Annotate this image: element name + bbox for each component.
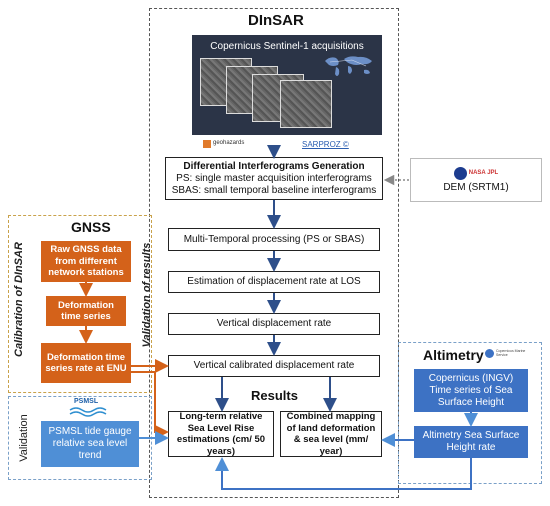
differential-interferograms-title: Differential Interferograms Generation <box>183 160 365 172</box>
world-map-icon <box>322 52 376 80</box>
differential-interferograms-box: Differential Interferograms Generation P… <box>165 157 383 200</box>
vertical-displacement-box: Vertical displacement rate <box>168 313 380 335</box>
vertical-calibrated-box: Vertical calibrated displacement rate <box>168 355 380 377</box>
geohazards-logo: geohazards <box>203 139 245 151</box>
validation-results-label: Validation of results <box>141 242 153 348</box>
raw-gnss-box: Raw GNSS data from different network sta… <box>41 241 131 282</box>
copernicus-marine-icon <box>485 349 494 358</box>
copernicus-ssh-box: Copernicus (INGV) Time series of Sea Sur… <box>414 369 528 412</box>
results-title: Results <box>251 388 298 403</box>
combined-mapping-box: Combined mapping of land deformation & s… <box>280 411 382 457</box>
differential-interferograms-sbas: SBAS: small temporal baseline interferog… <box>171 184 377 196</box>
deformation-rate-enu-box: Deformation time series rate at ENU <box>41 343 131 383</box>
psmsl-wave-icon <box>69 407 107 417</box>
differential-interferograms-ps: PS: single master acquisition interferog… <box>176 172 372 184</box>
estimation-box: Estimation of displacement rate at LOS <box>168 271 380 293</box>
geohazards-logo-text: geohazards <box>213 140 245 146</box>
sarproz-link[interactable]: SARPROZ © <box>302 140 349 149</box>
nasa-jpl-logo-text: NASA JPL <box>468 170 499 176</box>
dinsar-title: DInSAR <box>248 12 304 29</box>
validation-label: Validation <box>18 414 30 462</box>
altimetry-ssh-rate-box: Altimetry Sea Surface Height rate <box>414 426 528 458</box>
geohazards-icon <box>203 140 211 148</box>
nasa-logo-icon <box>453 166 467 180</box>
dinsar-panel <box>149 8 399 498</box>
calibration-dinsar-label: Calibration of DInSAR <box>13 242 25 357</box>
psmsl-logo-text: PSMSL <box>74 398 99 405</box>
gnss-title: GNSS <box>71 219 111 235</box>
nasa-jpl-logo: NASA JPL <box>453 166 499 180</box>
dem-box: NASA JPL DEM (SRTM1) <box>410 158 542 202</box>
psmsl-tide-gauge-box: PSMSL tide gauge relative sea level tren… <box>41 421 139 467</box>
altimetry-title: Altimetry <box>423 347 484 363</box>
copernicus-marine-logo: Copernicus Marine Service <box>485 348 535 360</box>
sar-image-4 <box>280 80 332 128</box>
deformation-time-series-box: Deformation time series <box>46 296 126 326</box>
copernicus-marine-logo-text: Copernicus Marine Service <box>496 349 526 357</box>
sea-level-rise-box: Long-term relative Sea Level Rise estima… <box>168 411 274 457</box>
dem-label: DEM (SRTM1) <box>443 181 509 193</box>
altimetry-panel <box>398 342 542 484</box>
psmsl-logo: PSMSL <box>68 398 108 418</box>
sentinel-banner-title: Copernicus Sentinel-1 acquisitions <box>210 41 364 52</box>
multi-temporal-box: Multi-Temporal processing (PS or SBAS) <box>168 228 380 251</box>
gnss-panel <box>8 215 152 393</box>
